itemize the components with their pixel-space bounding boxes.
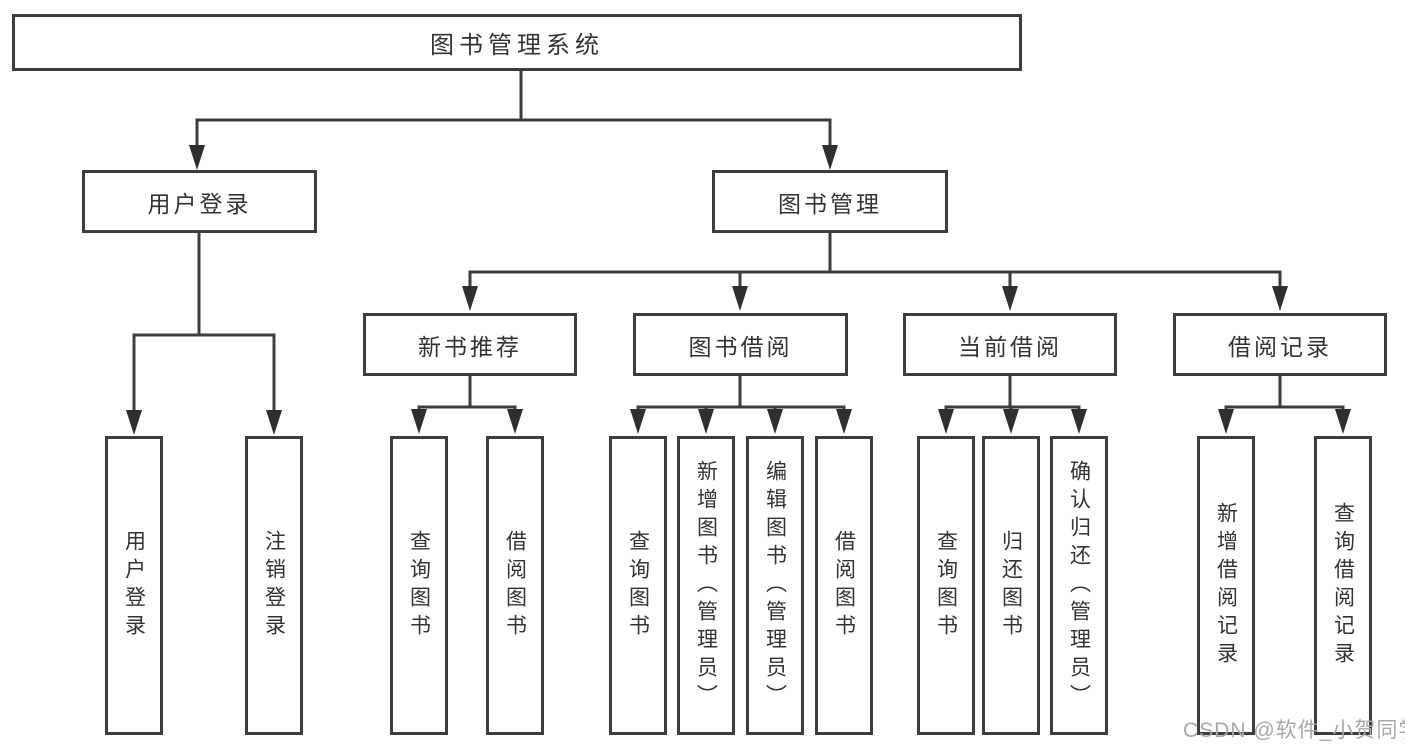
- node-root: 图书管理系统: [12, 14, 1022, 71]
- leaf-cb-confirm-return-admin: 确认归还（管理员）: [1050, 436, 1108, 735]
- leaf-user-login-label: 用户登录: [122, 529, 146, 642]
- leaf-cb-query-books-label: 查询图书: [934, 529, 958, 642]
- leaf-br-add-record: 新增借阅记录: [1197, 436, 1255, 735]
- node-current-borrowing: 当前借阅: [903, 313, 1117, 376]
- leaf-bb-add-books-admin-label: 新增图书（管理员）: [694, 459, 718, 712]
- leaf-cb-query-books: 查询图书: [917, 436, 975, 735]
- leaf-user-login: 用户登录: [105, 436, 163, 735]
- leaf-logout-label: 注销登录: [262, 529, 286, 642]
- leaf-bb-add-books-admin: 新增图书（管理员）: [677, 436, 735, 735]
- leaf-br-query-record: 查询借阅记录: [1314, 436, 1372, 735]
- node-user-login: 用户登录: [82, 170, 317, 233]
- leaf-nbr-borrow-books: 借阅图书: [486, 436, 544, 735]
- node-book-management: 图书管理: [712, 170, 948, 233]
- node-book-borrowing: 图书借阅: [633, 313, 848, 376]
- node-root-label: 图书管理系统: [430, 32, 604, 59]
- csdn-watermark: CSDN @软件_小贺同学: [1183, 719, 1405, 742]
- node-book-management-label: 图书管理: [778, 190, 882, 217]
- leaf-bb-edit-books-admin-label: 编辑图书（管理员）: [763, 459, 787, 712]
- leaf-bb-borrow-books: 借阅图书: [815, 436, 873, 735]
- leaf-cb-confirm-return-admin-label: 确认归还（管理员）: [1067, 459, 1091, 712]
- leaf-bb-edit-books-admin: 编辑图书（管理员）: [746, 436, 804, 735]
- node-new-book-recommend: 新书推荐: [363, 313, 577, 376]
- node-new-book-recommend-label: 新书推荐: [418, 333, 522, 360]
- leaf-br-query-record-label: 查询借阅记录: [1331, 501, 1355, 670]
- node-borrowing-records: 借阅记录: [1173, 313, 1387, 376]
- node-current-borrowing-label: 当前借阅: [958, 333, 1062, 360]
- leaf-cb-return-books: 归还图书: [982, 436, 1040, 735]
- leaf-br-add-record-label: 新增借阅记录: [1214, 501, 1238, 670]
- leaf-nbr-query-books: 查询图书: [390, 436, 448, 735]
- leaf-bb-query-books-label: 查询图书: [626, 529, 650, 642]
- leaf-cb-return-books-label: 归还图书: [999, 529, 1023, 642]
- leaf-nbr-query-books-label: 查询图书: [407, 529, 431, 642]
- leaf-nbr-borrow-books-label: 借阅图书: [503, 529, 527, 642]
- leaf-bb-query-books: 查询图书: [609, 436, 667, 735]
- leaf-logout: 注销登录: [245, 436, 303, 735]
- node-book-borrowing-label: 图书借阅: [688, 333, 793, 360]
- arrowheads: [126, 145, 1351, 435]
- node-borrowing-records-label: 借阅记录: [1228, 333, 1332, 360]
- leaf-bb-borrow-books-label: 借阅图书: [832, 529, 856, 642]
- node-user-login-label: 用户登录: [147, 190, 252, 217]
